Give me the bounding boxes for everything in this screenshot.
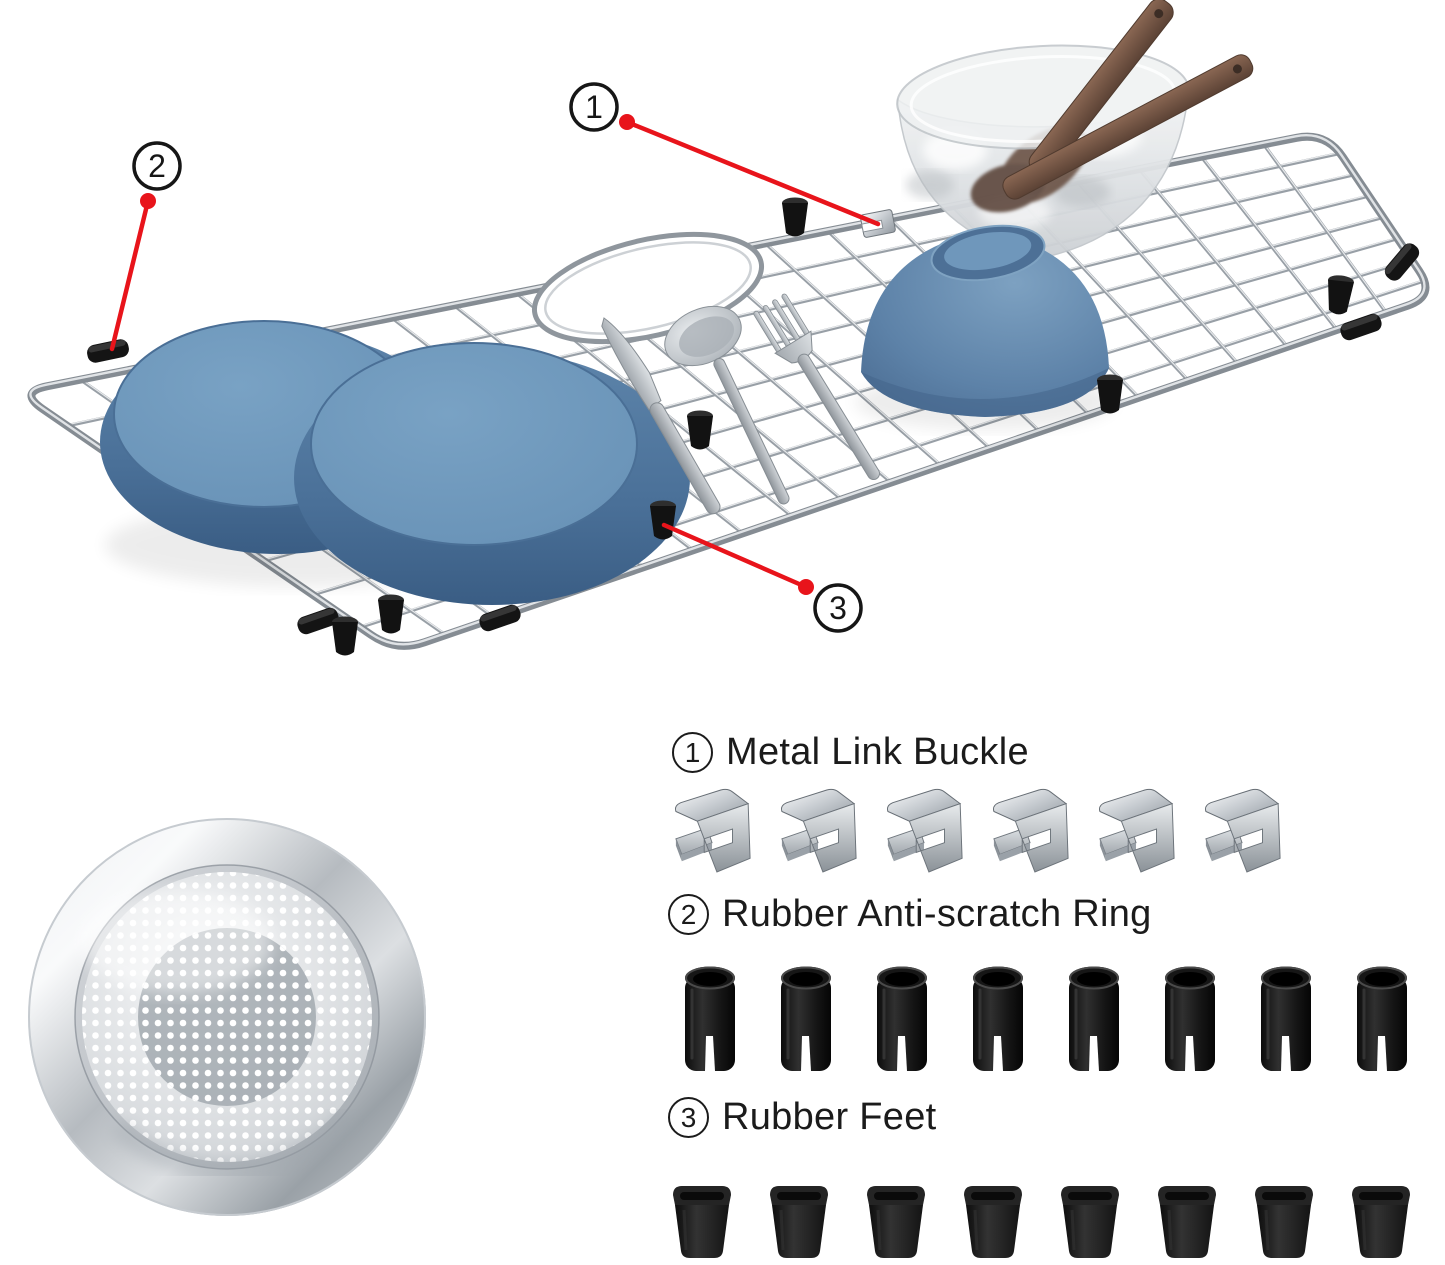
- part-header-ring: 2 Rubber Anti-scratch Ring: [668, 893, 1152, 936]
- part-number-badge: 3: [668, 1097, 709, 1138]
- rubber-ring-icon: [1261, 966, 1311, 1071]
- rubber-ring-icon: [685, 966, 735, 1071]
- metal-buckle-icon: [780, 788, 857, 873]
- part-label: Metal Link Buckle: [726, 731, 1029, 773]
- callout-1-dot: [619, 114, 635, 130]
- part-section-ring: 2 Rubber Anti-scratch Ring: [668, 893, 1152, 936]
- rubber-foot-icon: [1061, 1186, 1119, 1258]
- metal-buckle-icon: [1204, 788, 1281, 873]
- metal-buckle-icon: [886, 788, 963, 873]
- callout-3-dot: [798, 579, 814, 595]
- rubber-ring-icon: [877, 966, 927, 1071]
- rubber-ring-icon: [1165, 966, 1215, 1071]
- rubber-ring-icon: [1357, 966, 1407, 1071]
- ring-icons-row: [682, 962, 1410, 1074]
- blue-plate-front: [294, 342, 690, 605]
- callout-3-leader-line: [661, 522, 809, 590]
- part-header-buckle: 1 Metal Link Buckle: [672, 731, 1029, 774]
- metal-buckle-icon: [1098, 788, 1175, 873]
- buckle-icons-row: [672, 783, 1284, 878]
- metal-buckle-icon: [992, 788, 1069, 873]
- callout-2: 2: [109, 141, 182, 352]
- blue-bowl: [861, 224, 1109, 417]
- rubber-ring-icon: [781, 966, 831, 1071]
- callout-2-leader-line: [109, 198, 151, 352]
- fork: [753, 293, 880, 481]
- part-number-badge: 1: [672, 732, 713, 773]
- rubber-ring-icon: [1069, 966, 1119, 1071]
- glass-bowl-group: [896, 0, 1254, 259]
- part-number-badge: 2: [668, 894, 709, 935]
- spoon: [664, 305, 790, 505]
- part-section-buckle: 1 Metal Link Buckle: [672, 731, 1029, 774]
- part-label: Rubber Anti-scratch Ring: [722, 893, 1152, 935]
- grid-frame-highlight: [29, 134, 1426, 646]
- wooden-spoon-handle-2: [1002, 54, 1254, 200]
- sink-grid-scene: 1 2 3: [27, 0, 1430, 656]
- knife: [601, 317, 721, 515]
- rubber-foot-icon: [867, 1186, 925, 1258]
- rubber-foot-icon: [1158, 1186, 1216, 1258]
- rubber-foot-icon: [770, 1186, 828, 1258]
- rubber-foot-icon: [964, 1186, 1022, 1258]
- callout-3-circle: [813, 583, 863, 633]
- rubber-foot-icon: [1352, 1186, 1410, 1258]
- callout-1-leader-line: [624, 119, 881, 227]
- callout-3: 3: [661, 522, 863, 633]
- metal-buckle-icon: [674, 788, 751, 873]
- callout-1: 1: [569, 82, 881, 227]
- callout-3-number: 3: [829, 590, 847, 626]
- part-header-feet: 3 Rubber Feet: [668, 1096, 937, 1139]
- rubber-ring-icon: [973, 966, 1023, 1071]
- callout-2-circle: [132, 141, 182, 191]
- part-section-feet: 3 Rubber Feet: [668, 1096, 937, 1139]
- callout-1-number: 1: [585, 89, 603, 125]
- feet-icons-row: [668, 1180, 1415, 1262]
- part-label: Rubber Feet: [722, 1096, 937, 1138]
- callout-2-dot: [140, 193, 156, 209]
- callout-2-number: 2: [148, 148, 166, 184]
- sink-strainer-image: [28, 818, 426, 1216]
- rubber-foot-icon: [673, 1186, 731, 1258]
- callout-1-circle: [569, 82, 619, 132]
- rubber-foot-icon: [1255, 1186, 1313, 1258]
